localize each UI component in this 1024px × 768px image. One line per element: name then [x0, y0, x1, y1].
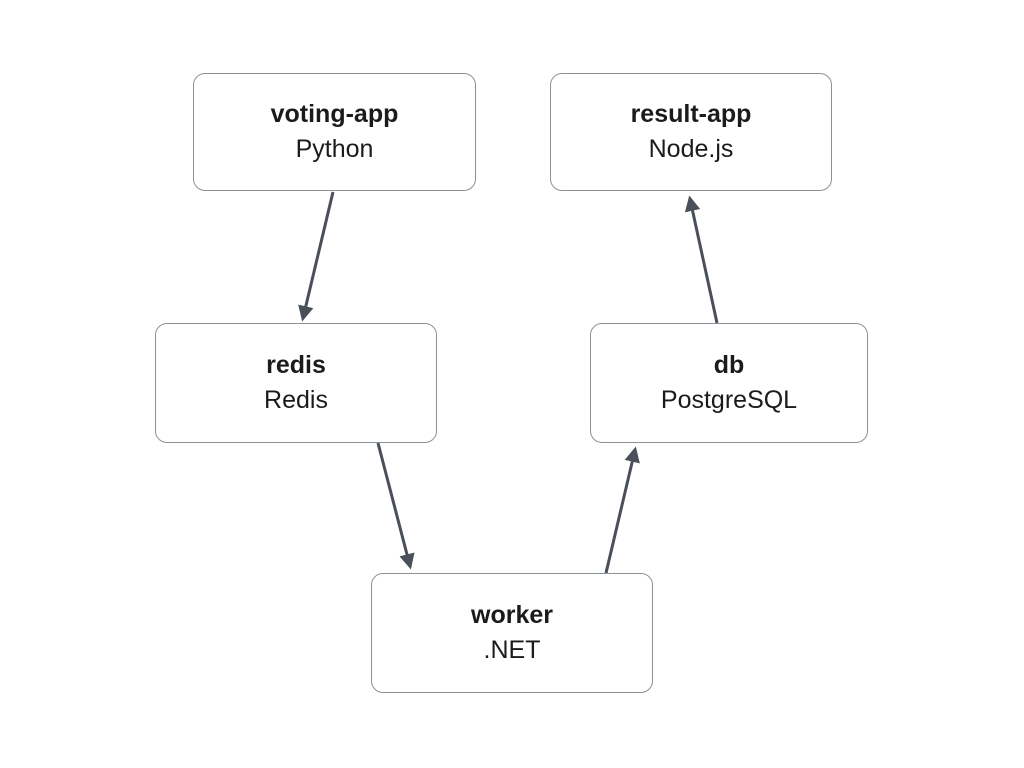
node-worker: worker .NET [371, 573, 653, 693]
node-subtitle: Redis [264, 386, 328, 414]
node-title: db [713, 351, 745, 379]
node-title: redis [266, 351, 326, 379]
edges-group [298, 191, 719, 574]
node-title: worker [471, 601, 553, 629]
edge-db-to-result-app [684, 195, 719, 324]
node-db: db PostgreSQL [590, 323, 868, 443]
node-result-app: result-app Node.js [550, 73, 832, 191]
edge-redis-to-worker [376, 442, 415, 570]
node-title: voting-app [270, 100, 399, 128]
node-subtitle: Node.js [648, 135, 734, 163]
edge-worker-to-db [604, 446, 640, 574]
node-subtitle: PostgreSQL [660, 386, 798, 414]
edge-voting-app-to-redis [298, 191, 335, 322]
node-subtitle: .NET [483, 636, 541, 664]
node-subtitle: Python [295, 135, 374, 163]
node-redis: redis Redis [155, 323, 437, 443]
node-voting-app: voting-app Python [193, 73, 476, 191]
node-title: result-app [630, 100, 752, 128]
